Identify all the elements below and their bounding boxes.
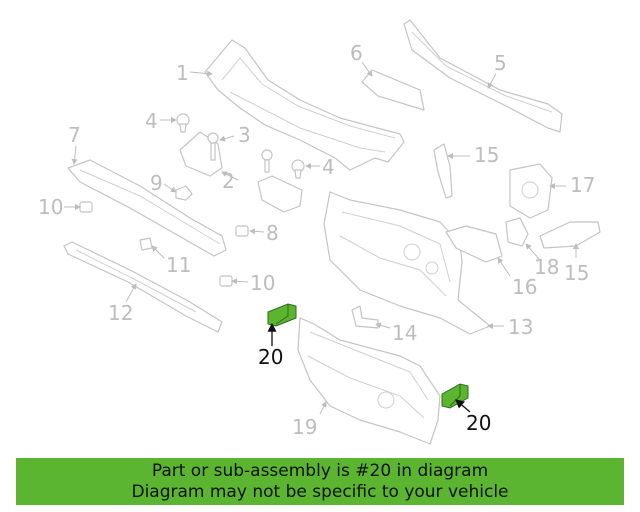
part-20-pad-a <box>267 303 297 327</box>
part-12-seal <box>63 241 223 333</box>
info-banner: Part or sub-assembly is #20 in diagram D… <box>16 458 624 505</box>
callout-3: 3 <box>238 123 251 147</box>
callout-17: 17 <box>570 173 595 197</box>
callout-16: 16 <box>512 275 537 299</box>
part-13-dash-panel <box>323 191 491 335</box>
part-20-pad-b <box>441 383 469 409</box>
banner-line-1: Part or sub-assembly is #20 in diagram <box>151 460 489 481</box>
parts-diagram: 1 2 3 4 4 5 6 7 8 9 10 10 11 12 13 14 15… <box>38 19 601 445</box>
callout-labels: 1 2 3 4 4 5 6 7 8 9 10 10 11 12 13 14 15… <box>38 41 595 439</box>
callout-7: 7 <box>68 123 81 147</box>
part-15-brace-upper <box>433 143 453 199</box>
callout-20-highlighted: 20 <box>258 345 283 369</box>
part-7-reinforcement <box>67 159 227 257</box>
part-1-cowl-panel <box>204 39 405 171</box>
part-3-bolts <box>207 132 273 173</box>
part-18-mount <box>505 217 529 247</box>
part-11-clip <box>139 237 153 251</box>
banner-line-2: Diagram may not be specific to your vehi… <box>131 481 509 502</box>
callout-14: 14 <box>392 321 417 345</box>
part-6-panel <box>361 69 425 111</box>
callout-18: 18 <box>534 255 559 279</box>
part-14-bracket <box>351 305 379 329</box>
callout-13: 13 <box>508 315 533 339</box>
part-10-clip-a <box>79 201 93 213</box>
part-9-fastener <box>175 185 193 201</box>
callout-4: 4 <box>322 155 335 179</box>
callout-4: 4 <box>145 109 158 133</box>
part-8-clip <box>235 225 249 237</box>
part-4-clips <box>176 113 305 179</box>
part-19-insulator <box>297 317 441 445</box>
callout-10: 10 <box>250 271 275 295</box>
callout-6: 6 <box>350 41 363 65</box>
part-17-mount <box>509 163 553 219</box>
callout-20-highlighted: 20 <box>466 411 491 435</box>
callout-15: 15 <box>564 261 589 285</box>
callout-15: 15 <box>474 143 499 167</box>
callout-1: 1 <box>176 61 189 85</box>
callout-2: 2 <box>222 169 235 193</box>
leader-lines <box>64 61 579 415</box>
part-10-clip-b <box>219 275 233 287</box>
callout-5: 5 <box>494 51 507 75</box>
callout-10: 10 <box>38 195 63 219</box>
callout-12: 12 <box>108 301 133 325</box>
part-15-brace-lower <box>539 221 601 249</box>
part-5-cowl-trim <box>403 19 563 133</box>
callout-9: 9 <box>150 171 163 195</box>
callout-11: 11 <box>166 253 191 277</box>
callout-8: 8 <box>266 221 279 245</box>
part-16-bracket <box>445 225 503 263</box>
callout-19: 19 <box>292 415 317 439</box>
